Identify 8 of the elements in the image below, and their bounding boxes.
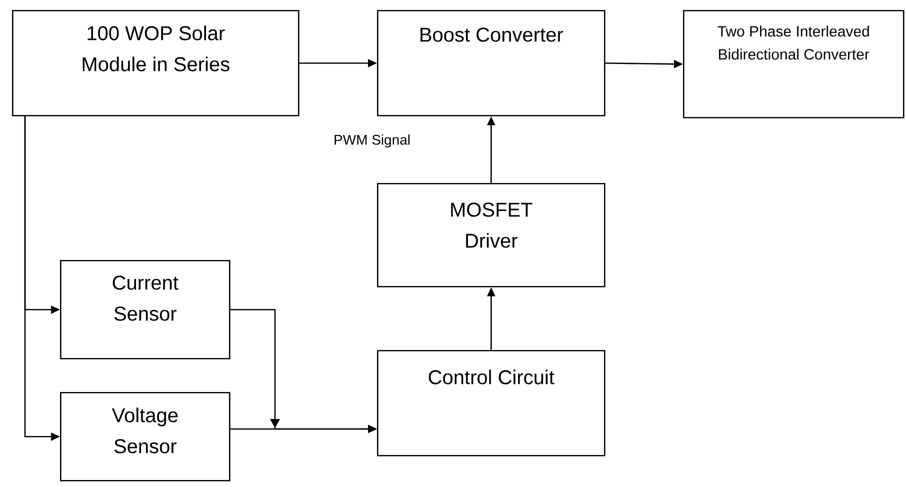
- block-box: Current Sensor: [60, 260, 230, 360]
- block-box: MOSFET Driver: [377, 183, 606, 288]
- signal-label: PWM Signal: [334, 134, 410, 148]
- block-box: 100 WOP Solar Module in Series: [12, 10, 300, 116]
- block-box: Voltage Sensor: [60, 392, 230, 482]
- block-box: Boost Converter: [377, 10, 606, 116]
- block-box: Two Phase Interleaved Bidirectional Converter: [683, 10, 904, 118]
- block-box: Control Circuit: [377, 350, 606, 456]
